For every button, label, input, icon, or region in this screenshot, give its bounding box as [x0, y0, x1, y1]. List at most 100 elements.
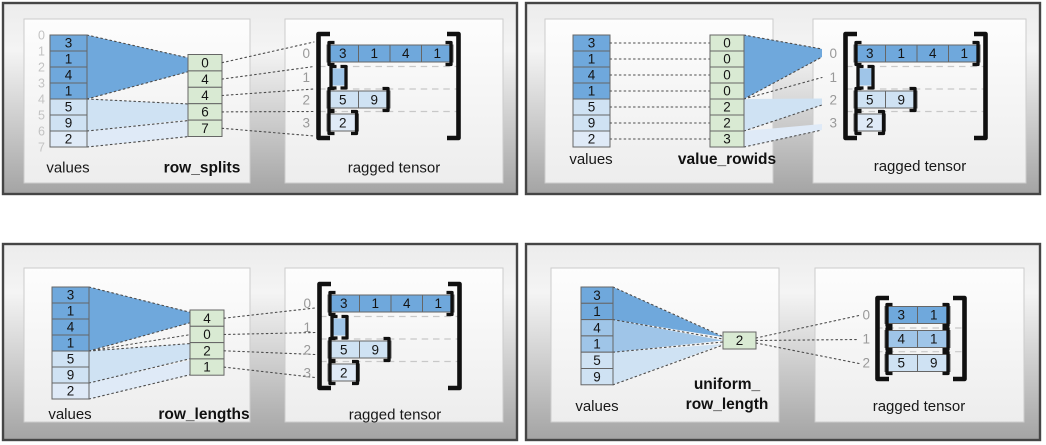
- value-text: 2: [65, 132, 73, 147]
- empty-row-cell: [858, 68, 872, 86]
- ragged-cell-text: 4: [402, 46, 410, 61]
- ragged-row: 5 9: [853, 86, 918, 113]
- dotted-connector: [755, 342, 860, 365]
- funnel-edge-dots: [88, 286, 192, 400]
- ragged-row-empty: [856, 64, 875, 90]
- row-bracket-right: [383, 336, 391, 363]
- value-text: 1: [67, 304, 75, 319]
- dotted-edge: [612, 319, 724, 340]
- dotted-connector: [221, 65, 315, 80]
- dotted-connector: [223, 331, 316, 336]
- ragged-cell: [421, 44, 454, 63]
- value-text: 5: [588, 100, 596, 115]
- value-text: 1: [588, 84, 596, 99]
- param-label-line2: row_length: [686, 396, 769, 413]
- ragged-cell-text: 1: [371, 296, 379, 311]
- param-text: 2: [736, 333, 744, 348]
- param-text: 0: [723, 52, 731, 67]
- param-to-ragged-connectors: [223, 307, 316, 379]
- row-index: 2: [862, 356, 870, 371]
- dotted-connector: [755, 314, 860, 339]
- row-index: 0: [862, 308, 870, 323]
- value-text: 9: [65, 116, 73, 131]
- param-to-ragged-connectors: [221, 41, 315, 137]
- row-lengths-column: 4 0 2 1: [189, 309, 225, 376]
- funnel-edge-dots: [612, 286, 724, 386]
- row-bracket-left: [327, 40, 335, 67]
- dotted-connector: [223, 366, 316, 379]
- param-text: 2: [723, 116, 731, 131]
- param-text: 2: [723, 100, 731, 115]
- funnel-dark: [744, 35, 822, 99]
- param-text: 6: [201, 105, 209, 120]
- value-cell: [51, 382, 90, 400]
- value-text: 9: [588, 116, 596, 131]
- ragged-cell: [917, 306, 951, 324]
- dotted-edge: [612, 341, 724, 353]
- value-text: 2: [588, 132, 596, 147]
- value-index: 0: [38, 28, 45, 42]
- ragged-row: 2: [327, 359, 360, 386]
- funnel-dark: [87, 35, 189, 99]
- param-text: 0: [723, 68, 731, 83]
- values-column: 3 1 4 1 5 9 2: [572, 34, 611, 148]
- funnel-light: [744, 98, 822, 131]
- ragged-row-empty: [329, 64, 348, 90]
- ragged-cell-text: 2: [866, 116, 874, 131]
- param-text: 4: [201, 72, 209, 87]
- dotted-edge: [612, 344, 724, 386]
- values-column: 3 1 4 1 5 9: [580, 286, 614, 386]
- ragged-cell: [327, 363, 360, 382]
- dotted-edge: [743, 56, 823, 100]
- param-text: 0: [723, 36, 731, 51]
- ragged-cell-text: 2: [339, 116, 347, 131]
- row-bracket-right: [942, 350, 950, 376]
- values-label: values: [569, 151, 612, 168]
- param-label-line1: uniform_: [694, 376, 761, 393]
- dotted-connector: [88, 333, 192, 352]
- param-cell: [709, 130, 745, 148]
- ragged-row: 5 9: [327, 336, 392, 363]
- ragged-cell-text: 3: [339, 46, 347, 61]
- value-cell: [580, 368, 614, 386]
- ragged-cell-text: 9: [371, 343, 379, 358]
- ragged-cell-text: 2: [340, 366, 348, 381]
- dotted-edge: [86, 70, 190, 100]
- funnel-edge-dots: [743, 34, 823, 148]
- value-text: 5: [67, 352, 75, 367]
- ragged-cell: [885, 90, 918, 109]
- dotted-edge: [86, 34, 190, 59]
- dotted-connector: [221, 127, 315, 137]
- ragged-cell-text: 5: [340, 343, 348, 358]
- ragged-cell-text: 9: [930, 356, 938, 371]
- dotted-edge: [88, 342, 192, 352]
- ragged-row: 2: [326, 109, 359, 136]
- row-bracket-right: [352, 359, 360, 386]
- funnel-dark: [89, 287, 191, 351]
- row-bracket-left: [854, 40, 862, 67]
- value-text: 1: [65, 52, 73, 67]
- dotted-edge: [743, 34, 823, 50]
- row-bracket-right: [446, 290, 454, 317]
- funnel-light: [89, 343, 191, 383]
- param-text: 3: [723, 132, 731, 147]
- values-column: 3 1 4 1 5 9 2: [51, 286, 90, 400]
- funnel-pale: [744, 124, 822, 147]
- ragged-cell-text: 9: [897, 93, 905, 108]
- row-bracket-left: [885, 326, 893, 352]
- ragged-label: ragged tensor: [873, 398, 966, 415]
- row-index: 0: [302, 46, 310, 61]
- empty-row-cell: [331, 68, 345, 86]
- row-bracket-right: [972, 40, 980, 67]
- ragged-row: 3 1: [884, 302, 951, 328]
- row-bracket-left: [854, 109, 862, 136]
- panel-row-lengths: 3 1 4 1 5 9 2 4 0 2 1: [1, 242, 519, 442]
- ragged-cell-text: 5: [339, 93, 347, 108]
- ragged-row: 3 1 4 1: [327, 290, 455, 317]
- row-bracket-left: [328, 290, 336, 317]
- dotted-connector: [755, 338, 860, 342]
- outer-bracket-left: [875, 295, 889, 382]
- ragged-cell-text: 4: [897, 332, 905, 347]
- outer-bracket-right: [448, 281, 462, 391]
- ragged-cell: [917, 330, 951, 348]
